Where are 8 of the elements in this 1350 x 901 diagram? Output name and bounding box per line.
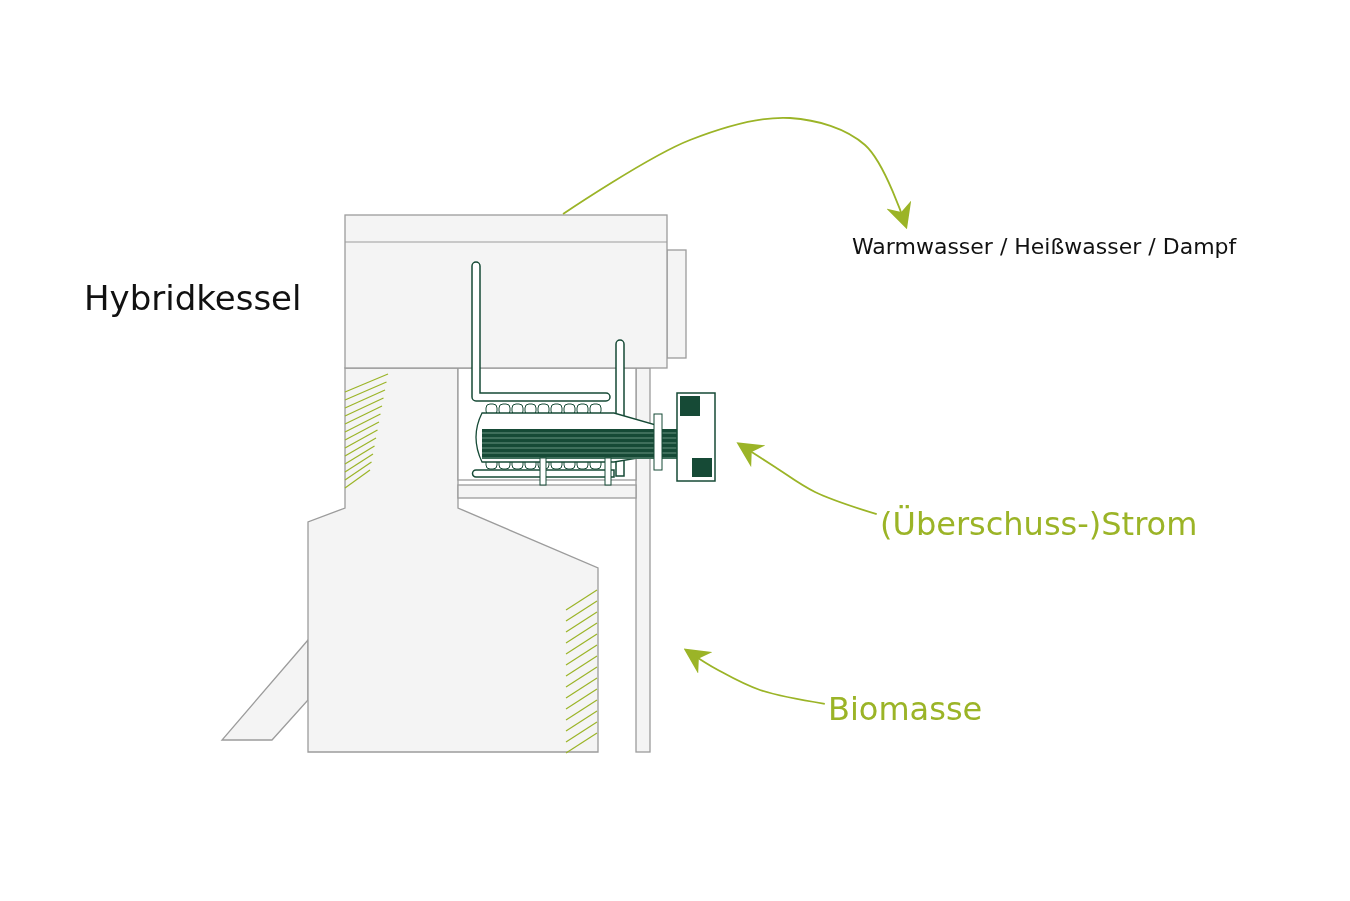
arrow [736, 442, 878, 516]
text-label: Warmwasser / Heißwasser / Dampf [852, 234, 1237, 259]
caption-label: Hybridkessel [84, 278, 302, 318]
text-label: (Überschuss-)Strom [880, 505, 1198, 543]
arrow [562, 116, 912, 230]
text-label: Biomasse [828, 690, 983, 728]
arrow [683, 648, 826, 705]
electric-heater-drawing [468, 258, 716, 486]
